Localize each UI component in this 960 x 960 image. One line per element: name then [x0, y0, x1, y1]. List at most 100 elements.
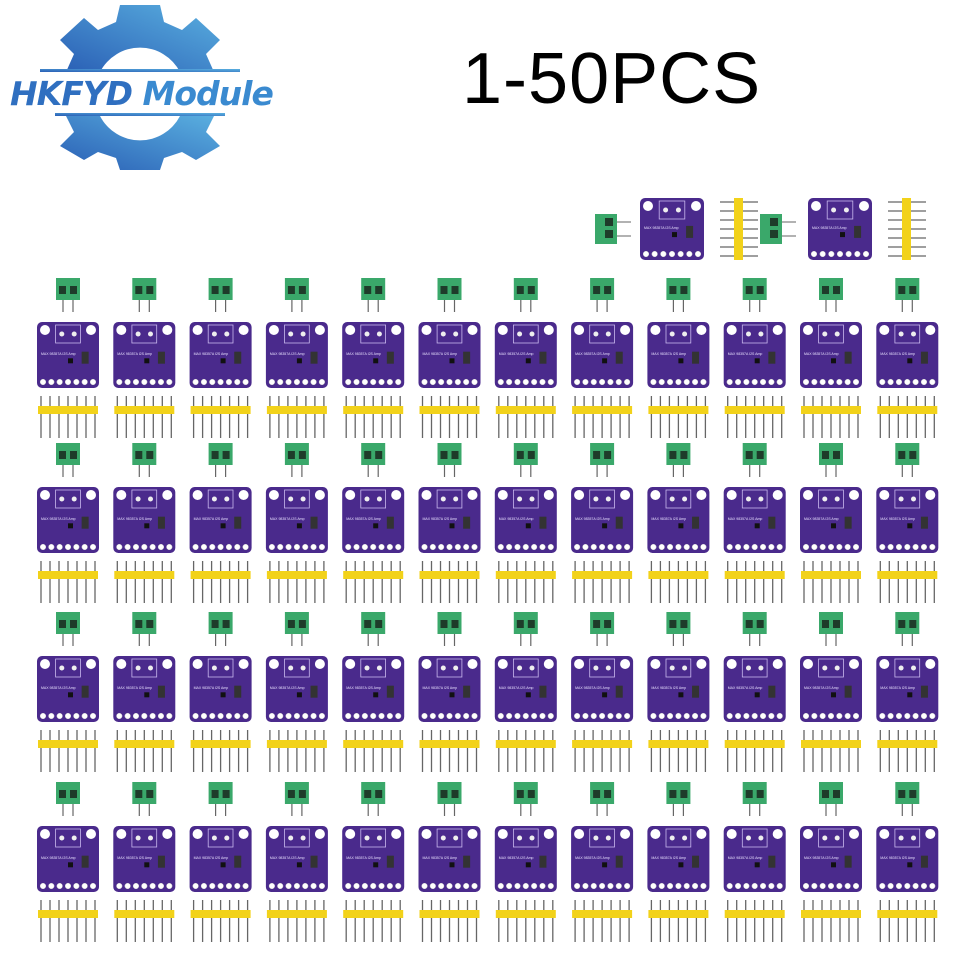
module-kit: MAX 98357A I2S Amp — [647, 612, 710, 772]
board-label: MAX 98357A I2S Amp — [812, 226, 847, 230]
screw — [135, 451, 143, 459]
terminal-footprint — [741, 324, 768, 344]
mount-hole — [879, 490, 890, 500]
mount-hole — [497, 325, 508, 335]
pin-hole — [862, 250, 870, 258]
pad — [300, 665, 306, 671]
screw — [222, 286, 230, 294]
board-label: MAX 98357A I2S Amp — [117, 352, 152, 356]
pcb-board — [418, 487, 481, 553]
screw — [745, 620, 753, 628]
mount-hole — [86, 325, 96, 335]
pin-hole — [904, 378, 911, 386]
board-label: MAX 98357A I2S Amp — [270, 686, 305, 690]
pin-hole — [132, 378, 140, 386]
pcb-board — [800, 487, 862, 553]
pin-hole — [531, 882, 538, 890]
pad — [364, 665, 370, 671]
pin-hole — [819, 250, 826, 258]
mount-hole — [879, 325, 890, 335]
pin-hole — [920, 378, 928, 386]
pin-hole — [277, 712, 284, 720]
pin-header — [266, 571, 327, 579]
module-kit: MAX 98357A I2S Amp — [595, 198, 758, 260]
pin-hole — [386, 882, 393, 890]
pad — [898, 496, 904, 502]
screw — [745, 790, 753, 798]
mount-hole — [467, 490, 478, 500]
pin-hole — [81, 712, 88, 720]
pad — [211, 835, 217, 841]
screw — [909, 790, 917, 798]
pcb-board — [189, 487, 252, 553]
pin-hole — [141, 712, 148, 720]
terminal-footprint — [436, 658, 463, 678]
pcb-board — [113, 656, 176, 722]
pin-hole — [157, 543, 165, 551]
mount-hole — [803, 325, 813, 335]
pin-hole — [522, 882, 529, 890]
screw — [593, 451, 601, 459]
pad — [834, 496, 840, 502]
board-label: MAX 98357A I2S Amp — [41, 686, 76, 690]
pin-hole — [675, 882, 682, 890]
pin-hole — [217, 882, 224, 890]
pcb-board — [494, 656, 557, 722]
pin-hole — [209, 378, 216, 386]
terminal-footprint — [55, 324, 81, 344]
mount-hole — [268, 829, 279, 839]
module-kit: MAX 98357A I2S Amp — [37, 278, 99, 438]
pin-hole — [827, 378, 835, 386]
pad — [605, 665, 611, 671]
pin-hole — [48, 378, 55, 386]
pin-hole — [726, 712, 733, 720]
pin-hole — [149, 378, 156, 386]
pin-hole — [768, 543, 775, 551]
terminal-footprint — [207, 324, 234, 344]
mount-hole — [803, 829, 813, 839]
pad — [453, 665, 459, 671]
pin-header — [38, 910, 98, 918]
pad — [529, 665, 535, 671]
mount-hole — [116, 829, 127, 839]
pin-hole — [454, 543, 461, 551]
module-kit: MAX 98357A I2S Amp — [189, 443, 252, 603]
pin-hole — [39, 712, 47, 720]
pin-hole — [852, 543, 860, 551]
pin-hole — [192, 378, 199, 386]
pin-hole — [819, 378, 826, 386]
screw — [287, 790, 295, 798]
module-kit: MAX 98357A I2S Amp — [265, 782, 328, 942]
board-label: MAX 98357A I2S Amp — [270, 352, 305, 356]
pad — [453, 496, 459, 502]
board-label: MAX 98357A I2S Amp — [346, 686, 381, 690]
pin-hole — [149, 882, 156, 890]
terminal-footprint — [741, 828, 768, 848]
pcb-board — [647, 656, 710, 722]
screw — [770, 230, 778, 238]
capacitor — [844, 351, 852, 364]
pin-hole — [895, 882, 903, 890]
gear-icon — [40, 5, 240, 170]
pin-hole — [192, 712, 199, 720]
brand-name: HKFYD Module — [10, 74, 274, 113]
pin-hole — [811, 882, 818, 890]
pin-hole — [615, 378, 622, 386]
pin-hole — [89, 882, 97, 890]
pcb-board — [640, 198, 704, 260]
pin-hole — [599, 378, 606, 386]
mount-hole — [726, 490, 737, 500]
module-kit: MAX 98357A I2S Amp — [647, 278, 710, 438]
capacitor — [692, 351, 700, 364]
pad — [440, 665, 446, 671]
pcb-board — [37, 826, 99, 892]
screw-terminal — [208, 612, 233, 634]
pin-hole — [811, 712, 818, 720]
board-label: MAX 98357A I2S Amp — [423, 517, 458, 521]
pcb-board — [723, 656, 786, 722]
screw — [440, 790, 448, 798]
amp-chip — [907, 692, 913, 698]
screw — [516, 620, 524, 628]
pin-hole — [776, 378, 783, 386]
pcb-board — [265, 487, 328, 553]
